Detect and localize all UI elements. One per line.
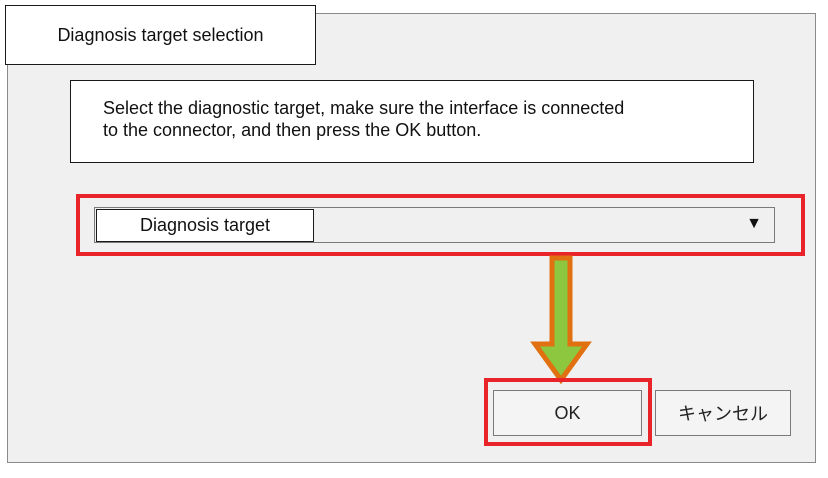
dropdown-highlight-frame xyxy=(76,194,805,256)
dropdown-arrow-icon[interactable]: ▼ xyxy=(746,215,762,232)
instruction-line-2: to the connector, and then press the OK … xyxy=(103,120,482,140)
dialog-title: Diagnosis target selection xyxy=(5,5,316,65)
cancel-button[interactable]: キャンセル xyxy=(655,390,791,436)
instruction-line-1: Select the diagnostic target, make sure … xyxy=(103,98,625,118)
diagnosis-target-label: Diagnosis target xyxy=(96,209,314,242)
ok-highlight-frame xyxy=(484,378,652,446)
diagnosis-target-dropdown[interactable]: Diagnosis target ▼ xyxy=(94,207,775,243)
instruction-message: Select the diagnostic target, make sure … xyxy=(70,80,754,163)
down-arrow-icon xyxy=(530,255,592,384)
ok-button[interactable]: OK xyxy=(493,390,642,436)
